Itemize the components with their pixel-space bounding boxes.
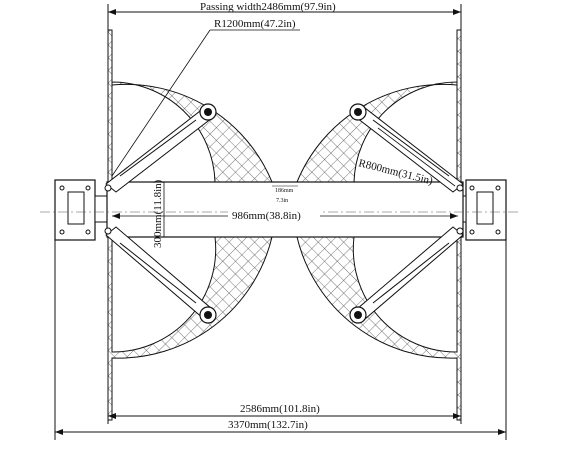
overall-width-label: 3370mm(132.7in) bbox=[228, 419, 308, 431]
gap-in-label: 7.3in bbox=[276, 198, 288, 204]
beam-height-label: 300mm(11.8in) bbox=[152, 179, 164, 248]
column-gap-callout: 186mm 7.3in bbox=[272, 185, 298, 204]
pad-bottom-left bbox=[199, 306, 217, 324]
lift-pads bbox=[199, 103, 367, 324]
arm-top-left bbox=[105, 107, 213, 193]
swing-area-bottom-right bbox=[296, 236, 462, 421]
left-column-base bbox=[54, 179, 108, 241]
right-column-base bbox=[453, 179, 507, 241]
lift-arms bbox=[105, 107, 464, 320]
overall-width-dimension: 3370mm(132.7in) bbox=[54, 240, 507, 440]
r1200-callout: R1200mm(47.2in) bbox=[111, 18, 300, 177]
pad-bottom-right bbox=[349, 306, 367, 324]
passing-width-dimension: Passing width2486mm(97.9in) bbox=[107, 1, 462, 30]
swing-area-top-right bbox=[296, 29, 462, 183]
outer-width-label: 2586mm(101.8in) bbox=[240, 403, 320, 415]
swing-area-bottom-left bbox=[107, 236, 273, 421]
pad-top-left bbox=[199, 103, 217, 121]
arm-bottom-right bbox=[356, 226, 464, 320]
inner-width-dimension: 986mm(38.8in) bbox=[112, 208, 458, 222]
pad-top-right bbox=[349, 103, 367, 121]
beam-height-dimension: 300mm(11.8in) bbox=[152, 179, 165, 248]
gap-mm-label: 186mm bbox=[275, 188, 294, 194]
swing-area-top-left bbox=[107, 29, 273, 183]
passing-width-label: Passing width2486mm(97.9in) bbox=[200, 1, 336, 13]
arm-pivots bbox=[104, 184, 464, 235]
r1200-label: R1200mm(47.2in) bbox=[214, 18, 296, 30]
outer-width-dimension: 2586mm(101.8in) bbox=[107, 403, 462, 424]
inner-width-label: 986mm(38.8in) bbox=[232, 210, 301, 222]
